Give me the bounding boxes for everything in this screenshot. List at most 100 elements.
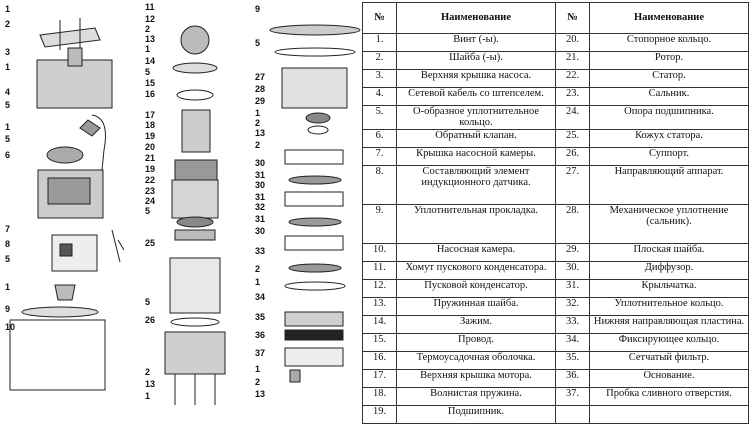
callout-label: 26 [145,315,155,325]
cell-number-left: 19. [362,405,397,424]
cell-number-right: 31. [555,279,590,299]
cell-name-left: Сетевой кабель со штепселем. [396,87,556,106]
cell-number-right: 20. [555,33,590,52]
callout-label: 2 [145,367,150,377]
cell-name-right: Статор. [589,69,749,88]
callout-label: 31 [255,192,265,202]
cell-number-right: 33. [555,315,590,335]
cell-name-left: Составляющий элемент индукционного датчи… [396,165,556,206]
callout-label: 6 [5,150,10,160]
callout-label: 29 [255,96,265,106]
cell-number-left: 3. [362,69,397,88]
table-row: 16.Термоусадочная оболочка.35.Сетчатый ф… [362,351,749,371]
cell-number-right: 26. [555,147,590,167]
cell-number-left: 2. [362,51,397,70]
cell-number-left: 6. [362,129,397,149]
cell-name-left: Шайба (-ы). [396,51,556,70]
callout-label: 1 [255,364,260,374]
table-row: 19.Подшипник. [362,405,749,424]
callout-label: 1 [145,44,150,54]
callout-label: 13 [255,389,265,399]
callout-label: 5 [145,67,150,77]
cell-name-left: Зажим. [396,315,556,335]
cell-number-right: 21. [555,51,590,70]
cell-name-left: Обратный клапан. [396,129,556,149]
callout-label: 28 [255,84,265,94]
cell-name-right: Пробка сливного отверстия. [589,387,749,407]
cell-name-left: О-образное уплотнительное кольцо. [396,104,556,131]
cell-name-left: Уплотнительная прокладка. [396,204,556,245]
callout-label: 2 [255,118,260,128]
cell-number-left: 1. [362,33,397,52]
cell-name-right: Уплотнительное кольцо. [589,297,749,317]
callout-label: 22 [145,175,155,185]
table-row: 4.Сетевой кабель со штепселем.23.Сальник… [362,87,749,106]
callout-label: 2 [255,264,260,274]
table-row: 14.Зажим.33.Нижняя направляющая пластина… [362,315,749,335]
cell-number-left: 18. [362,387,397,407]
header-number-right: № [555,2,590,34]
cell-name-right: Диффузор. [589,261,749,281]
cell-number-right: 35. [555,351,590,371]
cell-number-right: 28. [555,204,590,245]
cell-name-right: Направляющий аппарат. [589,165,749,206]
cell-name-left: Винт (-ы). [396,33,556,52]
callout-label: 5 [145,206,150,216]
cell-number-right: 34. [555,333,590,353]
cell-name-right: Фиксирующее кольцо. [589,333,749,353]
callout-label: 5 [145,297,150,307]
callout-label: 34 [255,292,265,302]
callout-label: 11 [145,2,155,12]
callout-label: 1 [255,108,260,118]
cell-name-right: Нижняя направляющая пластина. [589,315,749,335]
cell-number-left: 4. [362,87,397,106]
cell-name-right: Кожух статора. [589,129,749,149]
cell-name-right: Механическое уплотнение (сальник). [589,204,749,245]
callout-label: 7 [5,224,10,234]
callout-label: 13 [145,379,155,389]
cell-number-left: 8. [362,165,397,206]
cell-name-right: Ротор. [589,51,749,70]
callout-label: 30 [255,180,265,190]
cell-name-left: Насосная камера. [396,243,556,263]
cell-name-left: Крышка насосной камеры. [396,147,556,167]
table-row: 9.Уплотнительная прокладка.28.Механическ… [362,204,749,245]
cell-number-left: 7. [362,147,397,167]
cell-number-right: 25. [555,129,590,149]
cell-number-right: 23. [555,87,590,106]
callout-label: 1 [5,122,10,132]
callout-label: 2 [255,377,260,387]
cell-name-left: Подшипник. [396,405,556,424]
callout-label: 16 [145,89,155,99]
cell-number-right: 37. [555,387,590,407]
callout-label: 2 [255,140,260,150]
callout-label: 15 [145,78,155,88]
table-row: 12.Пусковой конденсатор.31.Крыльчатка. [362,279,749,299]
middle-callout-labels: 1112213114515161718192021192223245255262… [145,2,155,401]
callout-label: 14 [145,56,155,66]
table-row: 13.Пружинная шайба.32.Уплотнительное кол… [362,297,749,317]
callout-label: 31 [255,170,265,180]
cell-name-left: Верхняя крышка мотора. [396,369,556,389]
cell-name-right: Плоская шайба. [589,243,749,263]
cell-name-right: Сетчатый фильтр. [589,351,749,371]
callout-label: 1 [255,277,260,287]
cell-name-left: Волнистая пружина. [396,387,556,407]
callout-label: 25 [145,238,155,248]
table-row: 17.Верхняя крышка мотора.36.Основание. [362,369,749,389]
table-row: 5.О-образное уплотнительное кольцо.24.Оп… [362,104,749,131]
header-number-left: № [362,2,397,34]
cell-number-left: 14. [362,315,397,335]
cell-name-left: Термоусадочная оболочка. [396,351,556,371]
cell-number-left: 9. [362,204,397,245]
cell-name-right: Опора подшипника. [589,104,749,131]
cell-name-right: Стопорное кольцо. [589,33,749,52]
cell-name-right: Основание. [589,369,749,389]
callout-label: 2 [145,24,150,34]
cell-number-left: 11. [362,261,397,281]
parts-table: № Наименование № Наименование 1.Винт (-ы… [362,2,749,424]
cell-name-left: Хомут пускового конденсатора. [396,261,556,281]
callout-label: 13 [145,34,155,44]
callout-label: 24 [145,196,155,206]
